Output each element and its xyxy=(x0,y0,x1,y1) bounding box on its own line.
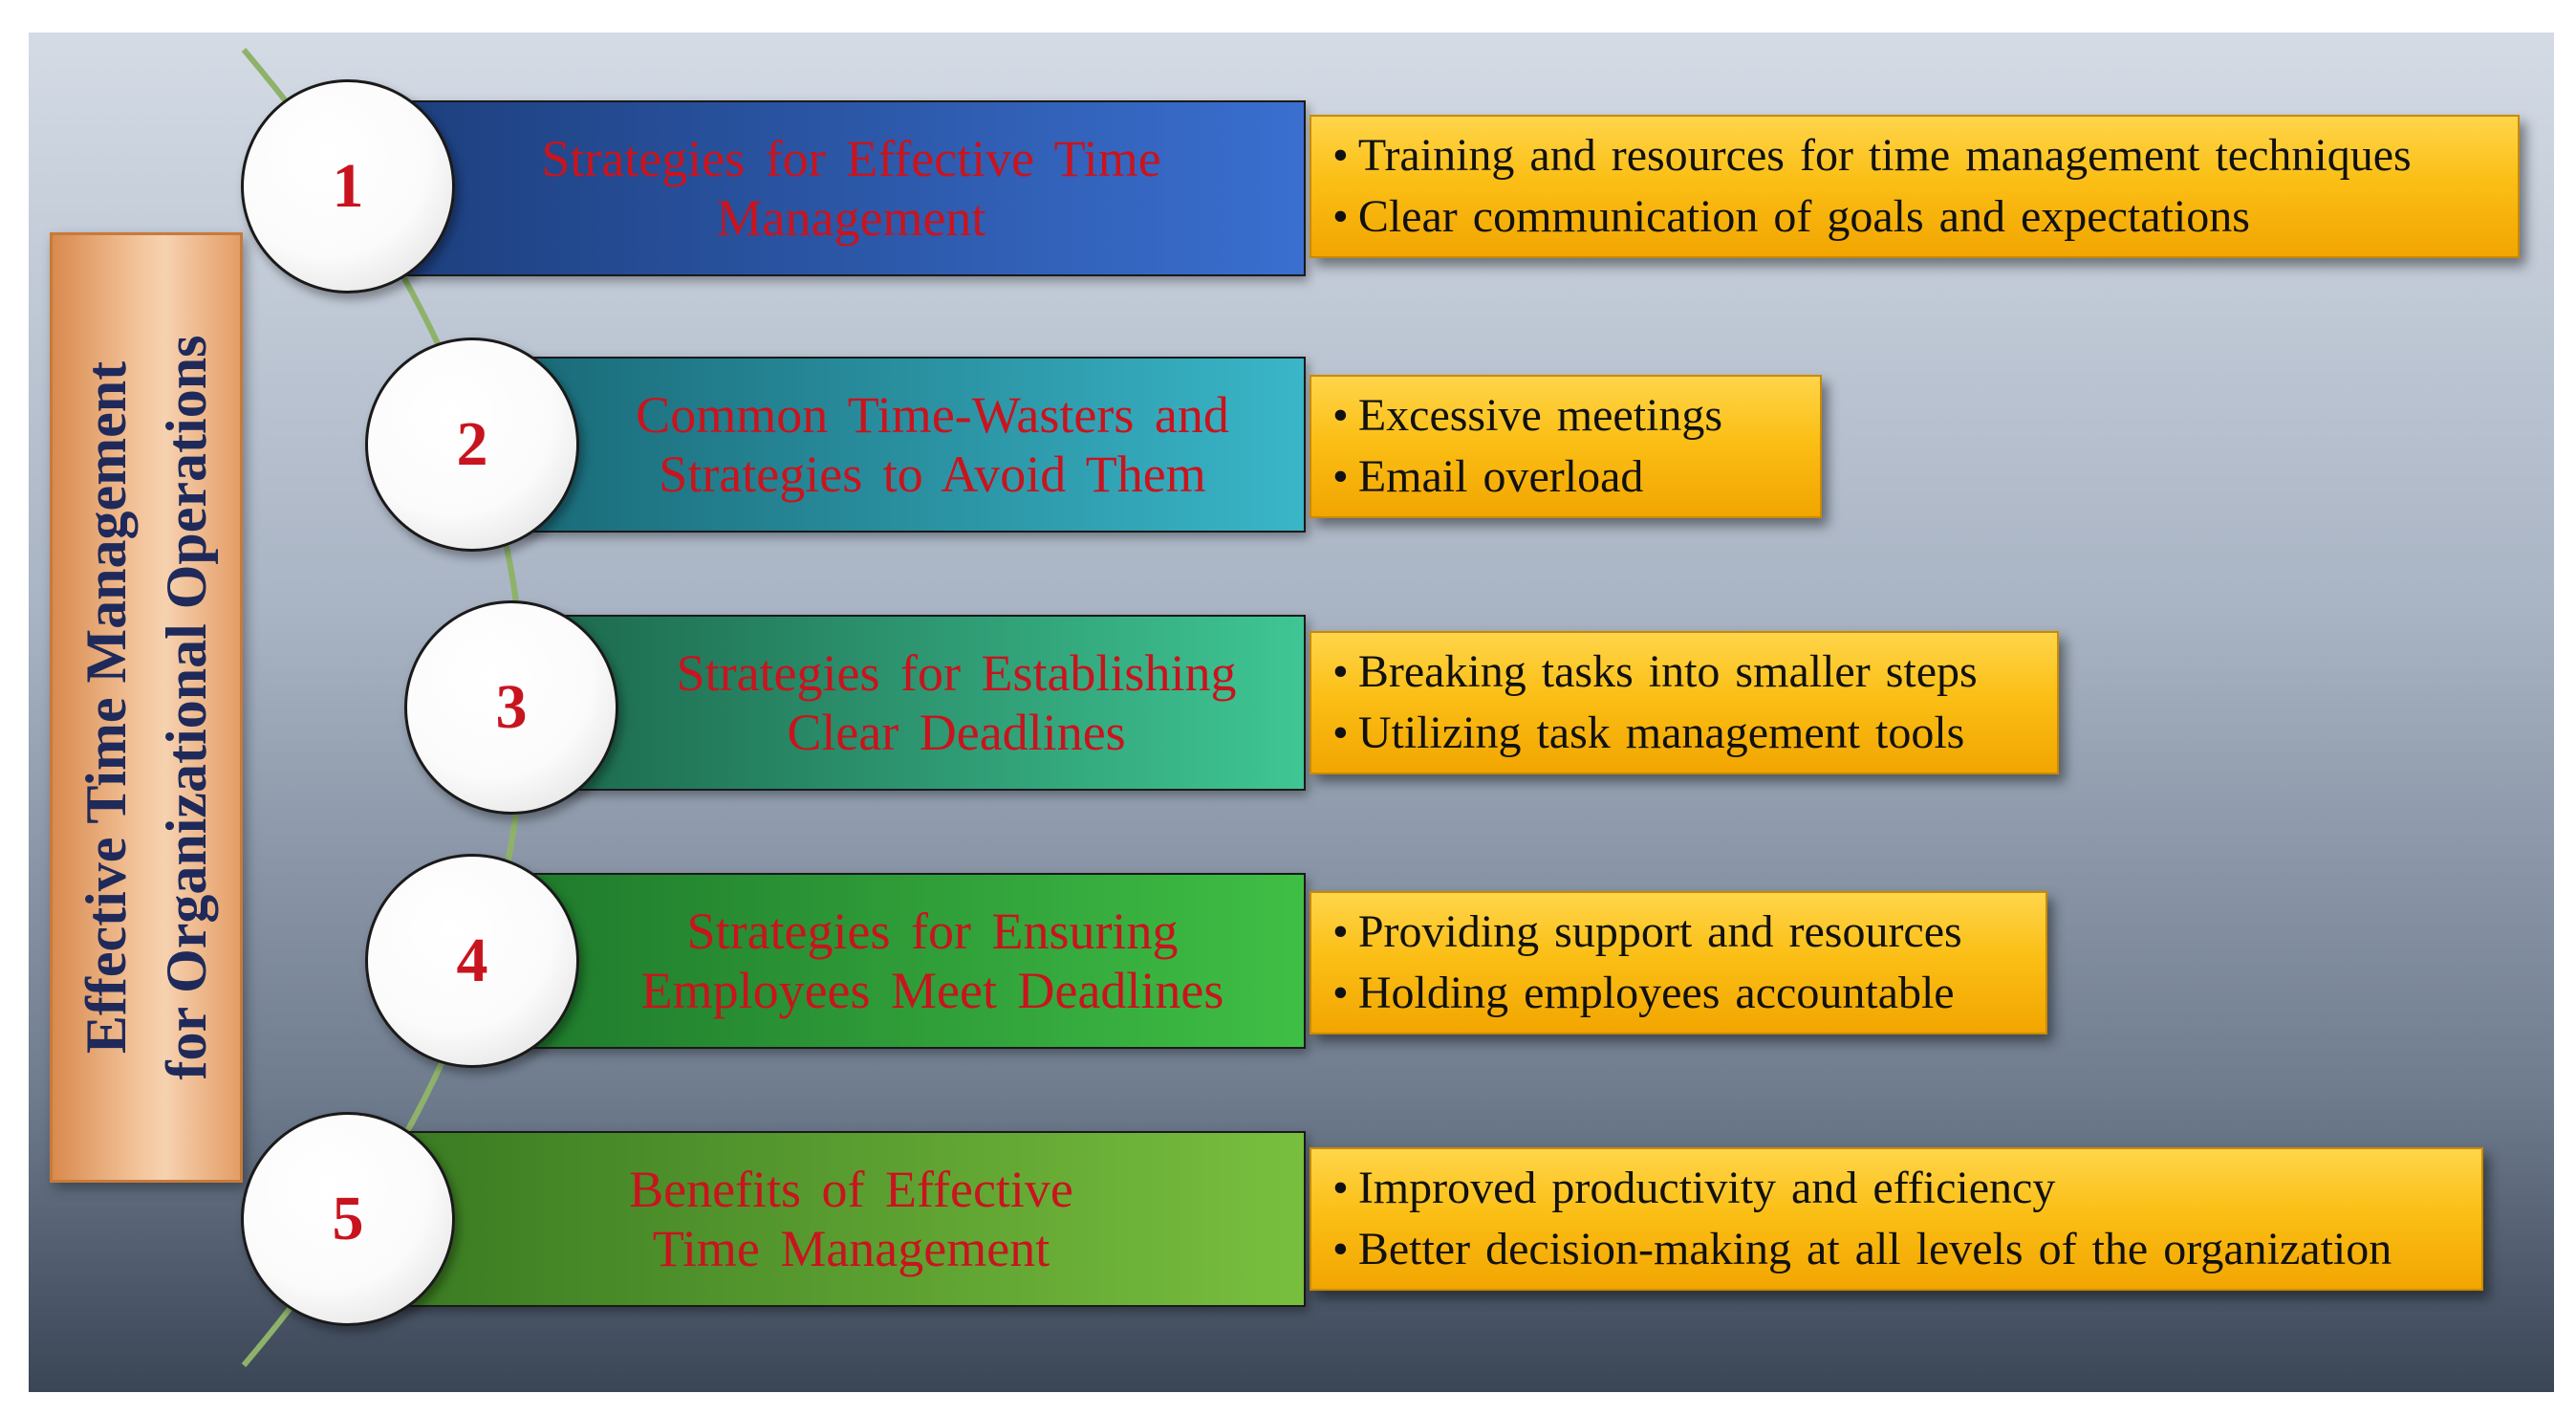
step-3-bullet-2: •Utilizing task management tools xyxy=(1332,703,2057,764)
step-3-bullet-2-text: Utilizing task management tools xyxy=(1357,708,1965,758)
step-5-bullet-1: •Improved productivity and efficiency xyxy=(1332,1158,2481,1219)
step-1-title-line-1: Strategies for Effective Time xyxy=(541,130,1161,187)
step-3-title-line-2: Clear Deadlines xyxy=(787,704,1126,761)
step-5-bar: Benefits of Effective Time Management xyxy=(397,1131,1306,1307)
step-3-bullet-1: •Breaking tasks into smaller steps xyxy=(1332,642,2057,703)
step-3-number: 3 xyxy=(495,672,528,742)
step-2-bullet-2-text: Email overload xyxy=(1357,451,1644,502)
bullet-marker: • xyxy=(1332,390,1349,441)
bullet-marker: • xyxy=(1332,191,1349,242)
step-4-title: Strategies for Ensuring Employees Meet D… xyxy=(580,875,1285,1047)
bullet-marker: • xyxy=(1332,906,1349,957)
bullet-marker: • xyxy=(1332,646,1349,697)
step-4-number: 4 xyxy=(456,925,488,995)
step-3-title-line-1: Strategies for Establishing xyxy=(676,644,1237,702)
title-line-2: for Organizational Operations xyxy=(155,335,218,1080)
title-box: Effective Time Management for Organizati… xyxy=(50,232,243,1183)
bullet-marker: • xyxy=(1332,451,1349,502)
step-3-circle: 3 xyxy=(404,600,618,815)
step-1-details: •Training and resources for time managem… xyxy=(1310,115,2520,258)
step-1-bar: Strategies for Effective Time Management xyxy=(397,100,1306,276)
step-2-bullet-1-text: Excessive meetings xyxy=(1357,390,1723,441)
step-4-title-line-1: Strategies for Ensuring xyxy=(686,903,1179,960)
step-5-details: •Improved productivity and efficiency •B… xyxy=(1310,1147,2483,1291)
step-1-title-line-2: Management xyxy=(716,189,986,247)
step-4-bullet-2: •Holding employees accountable xyxy=(1332,963,2046,1024)
step-2-bullet-2: •Email overload xyxy=(1332,446,1820,508)
bullet-marker: • xyxy=(1332,1163,1349,1213)
step-2-title-line-2: Strategies to Avoid Them xyxy=(659,446,1206,503)
step-2-details: •Excessive meetings •Email overload xyxy=(1310,375,1822,518)
step-4-bullet-2-text: Holding employees accountable xyxy=(1357,968,1955,1018)
step-1-number: 1 xyxy=(332,151,364,221)
step-2-circle: 2 xyxy=(365,337,579,552)
step-2-bar: Common Time-Wasters and Strategies to Av… xyxy=(521,357,1306,533)
step-4-bar: Strategies for Ensuring Employees Meet D… xyxy=(521,873,1306,1049)
step-5-bullet-2-text: Better decision-making at all levels of … xyxy=(1357,1224,2392,1274)
step-5-number: 5 xyxy=(332,1184,364,1253)
step-4-title-line-2: Employees Meet Deadlines xyxy=(640,962,1224,1019)
step-4-details: •Providing support and resources •Holdin… xyxy=(1310,891,2047,1034)
step-5-title-line-2: Time Management xyxy=(652,1220,1050,1277)
step-5-bullet-1-text: Improved productivity and efficiency xyxy=(1357,1163,2056,1213)
diagram-title: Effective Time Management for Organizati… xyxy=(66,249,227,1166)
step-3-title: Strategies for Establishing Clear Deadli… xyxy=(628,617,1285,789)
step-2-title: Common Time-Wasters and Strategies to Av… xyxy=(580,359,1285,531)
step-1-bullet-2: •Clear communication of goals and expect… xyxy=(1332,186,2518,248)
step-5-title: Benefits of Effective Time Management xyxy=(437,1133,1266,1305)
title-line-1: Effective Time Management xyxy=(75,360,138,1055)
step-5-circle: 5 xyxy=(241,1112,455,1326)
step-5-bullet-2: •Better decision-making at all levels of… xyxy=(1332,1219,2481,1280)
bullet-marker: • xyxy=(1332,130,1349,181)
bullet-marker: • xyxy=(1332,708,1349,758)
step-2-bullet-1: •Excessive meetings xyxy=(1332,385,1820,446)
step-1-circle: 1 xyxy=(241,79,455,294)
step-4-circle: 4 xyxy=(365,854,579,1068)
step-1-bullet-2-text: Clear communication of goals and expecta… xyxy=(1357,191,2250,242)
step-4-bullet-1-text: Providing support and resources xyxy=(1357,906,1962,957)
step-3-bar: Strategies for Establishing Clear Deadli… xyxy=(559,615,1306,791)
step-4-bullet-1: •Providing support and resources xyxy=(1332,902,2046,963)
step-2-number: 2 xyxy=(456,409,488,479)
bullet-marker: • xyxy=(1332,1224,1349,1274)
step-3-details: •Breaking tasks into smaller steps •Util… xyxy=(1310,631,2059,774)
step-1-bullet-1-text: Training and resources for time manageme… xyxy=(1357,130,2412,181)
step-2-title-line-1: Common Time-Wasters and xyxy=(636,386,1229,444)
step-1-title: Strategies for Effective Time Management xyxy=(437,102,1266,274)
step-1-bullet-1: •Training and resources for time managem… xyxy=(1332,125,2518,186)
bullet-marker: • xyxy=(1332,968,1349,1018)
step-5-title-line-1: Benefits of Effective xyxy=(629,1161,1073,1218)
step-3-bullet-1-text: Breaking tasks into smaller steps xyxy=(1357,646,1978,697)
